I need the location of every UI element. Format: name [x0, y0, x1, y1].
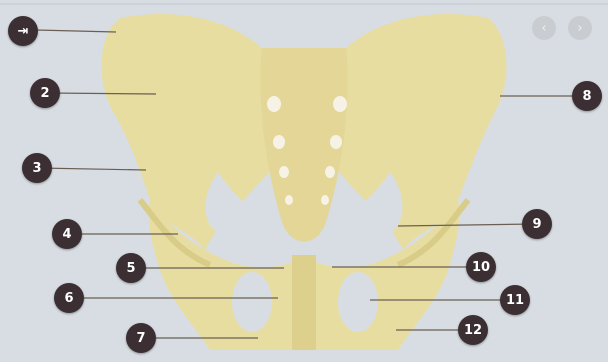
- pubic-symphysis: [292, 255, 316, 350]
- leader-line-3: [38, 168, 146, 170]
- chevron-right-icon: ›: [577, 21, 582, 36]
- marker-7[interactable]: 7: [126, 323, 156, 353]
- marker-4[interactable]: 4: [52, 219, 82, 249]
- next-button[interactable]: ›: [568, 16, 592, 40]
- marker-5[interactable]: 5: [116, 253, 146, 283]
- marker-3[interactable]: 3: [22, 153, 52, 183]
- left-obturator-foramen: [232, 272, 272, 332]
- chevron-left-icon: ‹: [541, 21, 546, 36]
- marker-2[interactable]: 2: [30, 78, 60, 108]
- marker-10[interactable]: 10: [466, 252, 496, 282]
- leader-line-1: [36, 30, 116, 32]
- right-obturator-foramen: [338, 272, 378, 332]
- marker-12[interactable]: 12: [458, 315, 488, 345]
- collapse-panel-button[interactable]: ⇥: [8, 16, 38, 46]
- prev-button[interactable]: ‹: [532, 16, 556, 40]
- marker-9[interactable]: 9: [522, 209, 552, 239]
- marker-8[interactable]: 8: [572, 81, 602, 111]
- marker-11[interactable]: 11: [500, 285, 530, 315]
- marker-6[interactable]: 6: [54, 283, 84, 313]
- collapse-icon: ⇥: [18, 24, 29, 39]
